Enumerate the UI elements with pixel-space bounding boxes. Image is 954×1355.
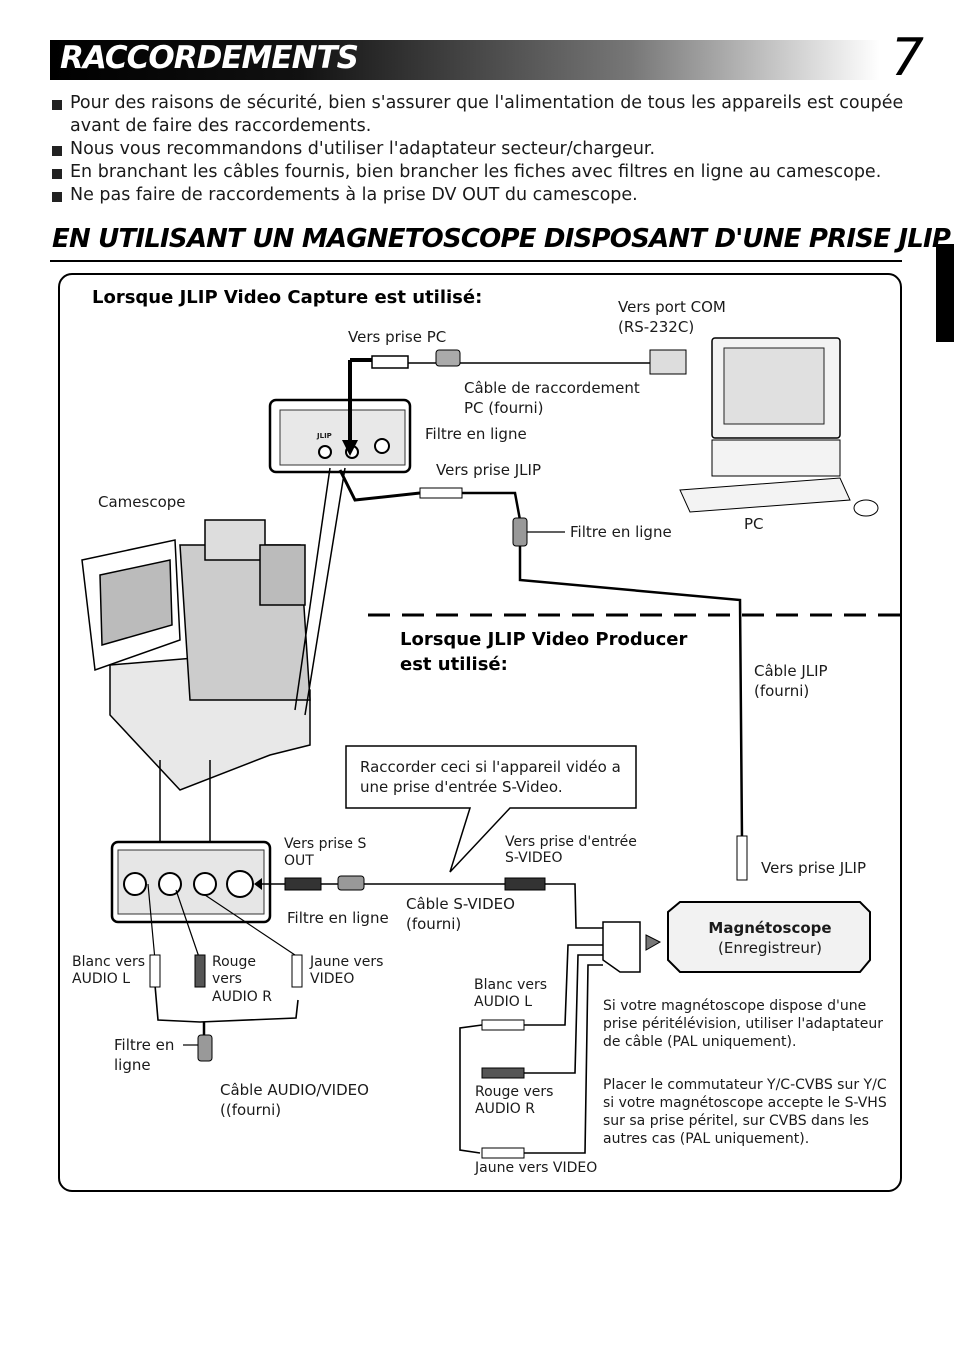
callout-note: Raccorder ceci si l'appareil vidéo a une… bbox=[346, 746, 636, 808]
label-camescope: Camescope bbox=[98, 493, 186, 511]
label-red-r-3: AUDIO R bbox=[212, 989, 272, 1005]
audio-r-jack-icon bbox=[158, 872, 182, 896]
producer-heading-1: Lorsque JLIP Video Producer bbox=[400, 629, 688, 650]
label-right-yellow: Jaune vers VIDEO bbox=[475, 1160, 598, 1176]
label-s-out-2: OUT bbox=[284, 853, 314, 869]
s-video-jack-icon bbox=[226, 870, 254, 898]
capture-heading: Lorsque JLIP Video Capture est utilisé: bbox=[92, 287, 483, 308]
jlip-plug-top-icon bbox=[419, 487, 463, 499]
rca-yellow-plug-icon bbox=[291, 954, 303, 988]
label-jlip-cable-1: Câble JLIP bbox=[754, 662, 828, 680]
label-white-l-1: Blanc vers bbox=[72, 954, 146, 970]
video-jack-icon bbox=[193, 872, 217, 896]
page-title: RACCORDEMENTS bbox=[60, 40, 359, 76]
producer-heading-2: est utilisé: bbox=[400, 654, 508, 675]
mouse-icon bbox=[853, 499, 879, 517]
rca-yellow-right-icon bbox=[481, 1147, 525, 1159]
bullet-square-icon bbox=[52, 146, 62, 156]
diagram-frame bbox=[58, 273, 902, 1192]
bullet-item: Pour des raisons de sécurité, bien s'ass… bbox=[50, 92, 910, 138]
label-yellow-v-2: VIDEO bbox=[310, 971, 355, 987]
bullet-text: En branchant les câbles fournis, bien br… bbox=[70, 162, 882, 182]
label-filter-bottom: Filtre en ligne bbox=[287, 909, 389, 927]
section-underline bbox=[50, 260, 902, 262]
label-s-in-1: Vers prise d'entrée bbox=[505, 834, 637, 850]
scart-adapter-icon bbox=[602, 921, 641, 973]
jack-panel-face bbox=[279, 409, 406, 466]
label-pc-jack: Vers prise PC bbox=[348, 328, 447, 346]
callout-box bbox=[345, 745, 637, 873]
label-s-out-1: Vers prise S bbox=[284, 836, 367, 852]
label-red-r-2: vers bbox=[212, 971, 242, 987]
callout-text: Raccorder ceci si l'appareil vidéo a une… bbox=[360, 758, 621, 796]
label-jlip-cable-2: (fourni) bbox=[754, 682, 810, 700]
label-jlip-jack-bottom: Vers prise JLIP bbox=[761, 859, 866, 877]
rca-white-plug-icon bbox=[149, 954, 161, 988]
label-av-cable-1: Câble AUDIO/VIDEO bbox=[220, 1081, 369, 1099]
section-title: EN UTILISANT UN MAGNETOSCOPE DISPOSANT D… bbox=[52, 224, 951, 254]
label-av-filter-2: ligne bbox=[114, 1056, 151, 1074]
bullet-square-icon bbox=[52, 192, 62, 202]
label-com-port-1: Vers port COM bbox=[618, 298, 726, 316]
vcr-title: Magnétoscope bbox=[708, 919, 832, 937]
cable-lines bbox=[154, 362, 744, 1154]
label-av-cable-2: ((fourni) bbox=[220, 1101, 282, 1119]
pc-plug-icon bbox=[371, 355, 409, 369]
label-pc-cable-1: Câble de raccordement bbox=[464, 379, 640, 397]
label-right-white-1: Blanc vers bbox=[474, 977, 548, 993]
bullet-square-icon bbox=[52, 169, 62, 179]
bullet-list: Pour des raisons de sécurité, bien s'ass… bbox=[50, 92, 910, 207]
bullet-text: Pour des raisons de sécurité, bien s'ass… bbox=[70, 93, 904, 136]
label-av-filter-1: Filtre en bbox=[114, 1036, 175, 1054]
s-video-plug-out-icon bbox=[284, 877, 322, 891]
camescope-icon bbox=[81, 519, 311, 791]
label-red-r-1: Rouge bbox=[212, 954, 257, 970]
label-white-l-2: AUDIO L bbox=[72, 971, 131, 987]
scart-note: Si votre magnétoscope dispose d'une pris… bbox=[603, 998, 883, 1050]
filter-core-top-icon bbox=[435, 349, 461, 367]
bullet-item: En branchant les câbles fournis, bien br… bbox=[50, 161, 910, 184]
filter-core-mid-icon bbox=[512, 517, 528, 547]
label-right-white-2: AUDIO L bbox=[474, 994, 533, 1010]
vcr-icon bbox=[667, 901, 871, 973]
rca-red-plug-icon bbox=[194, 954, 206, 988]
jlip-mark: JLIP bbox=[317, 432, 332, 440]
label-yellow-v-1: Jaune vers bbox=[310, 954, 384, 970]
s-video-plug-in-icon bbox=[504, 877, 546, 891]
label-filter-top: Filtre en ligne bbox=[425, 425, 527, 443]
rca-red-right-icon bbox=[481, 1067, 525, 1079]
bullet-text: Nous vous recommandons d'utiliser l'adap… bbox=[70, 139, 656, 159]
audio-l-jack-icon bbox=[123, 872, 147, 896]
filter-core-av-icon bbox=[197, 1034, 213, 1062]
jlip-jack-icon bbox=[318, 445, 332, 459]
switch-note: Placer le commutateur Y/C-CVBS sur Y/C s… bbox=[603, 1077, 887, 1147]
label-filter-mid: Filtre en ligne bbox=[570, 523, 672, 541]
bullet-square-icon bbox=[52, 100, 62, 110]
jlip-plug-bottom-icon bbox=[736, 835, 748, 881]
bullet-item: Ne pas faire de raccordements à la prise… bbox=[50, 184, 910, 207]
label-s-in-2: S-VIDEO bbox=[505, 850, 563, 866]
label-svideo-cable-1: Câble S-VIDEO bbox=[406, 895, 515, 913]
keyboard-icon bbox=[679, 477, 851, 513]
bullet-item: Nous vous recommandons d'utiliser l'adap… bbox=[50, 138, 910, 161]
vcr-label: Magnétoscope (Enregistreur) bbox=[680, 918, 860, 958]
bullet-text: Ne pas faire de raccordements à la prise… bbox=[70, 185, 638, 205]
com-connector-icon bbox=[649, 349, 687, 375]
pc-case-icon bbox=[711, 439, 841, 477]
label-right-red-1: Rouge vers bbox=[475, 1084, 554, 1100]
language-tab bbox=[936, 244, 954, 342]
rca-white-right-icon bbox=[481, 1019, 525, 1031]
label-jlip-jack-top: Vers prise JLIP bbox=[436, 461, 541, 479]
label-pc: PC bbox=[744, 515, 764, 533]
label-com-port-2: (RS-232C) bbox=[618, 318, 695, 336]
vcr-subtitle: (Enregistreur) bbox=[718, 939, 822, 957]
label-pc-cable-2: PC (fourni) bbox=[464, 399, 544, 417]
filter-core-svideo-icon bbox=[337, 875, 365, 891]
label-right-red-2: AUDIO R bbox=[475, 1101, 535, 1117]
page-number: 7 bbox=[890, 28, 924, 88]
label-svideo-cable-2: (fourni) bbox=[406, 915, 462, 933]
dv-jack-icon bbox=[374, 438, 390, 454]
title-bar bbox=[50, 40, 880, 80]
